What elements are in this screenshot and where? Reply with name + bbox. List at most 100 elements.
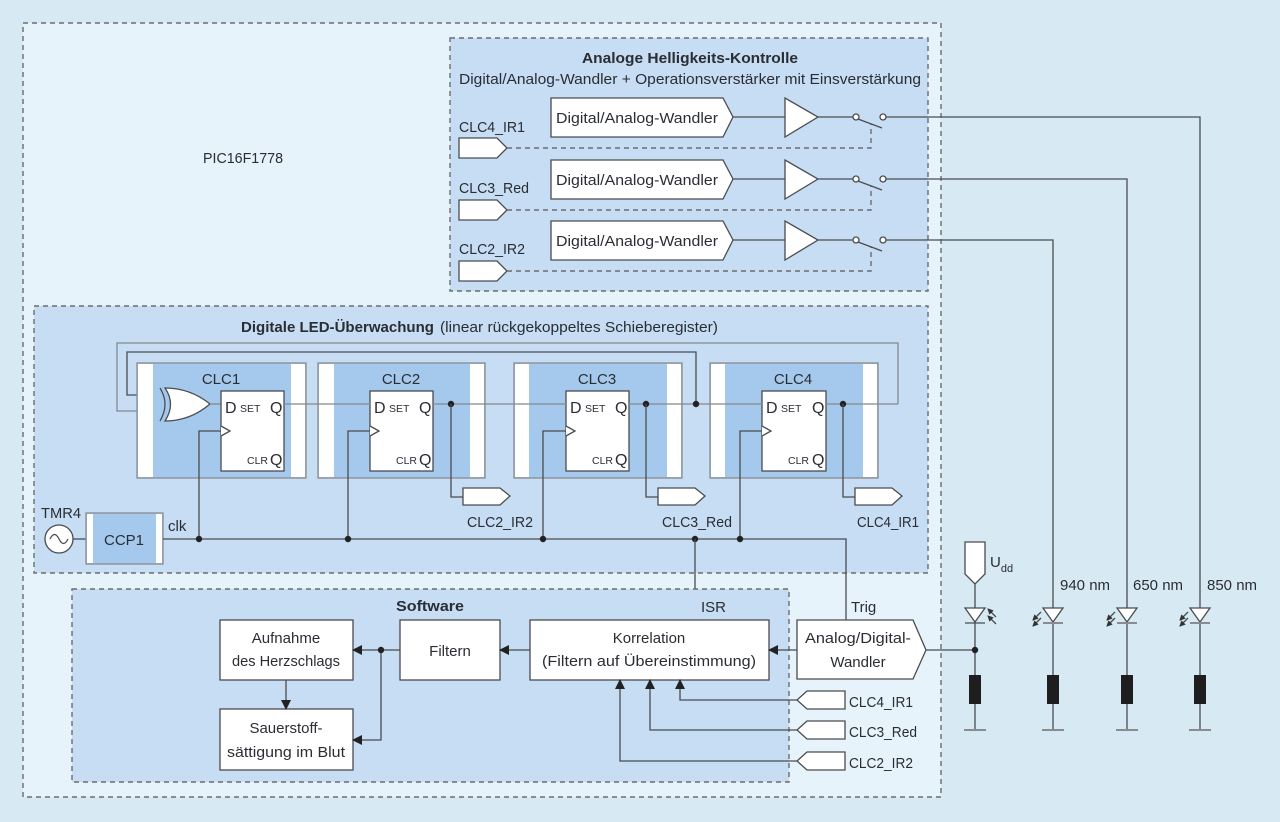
led-850-label: 850 nm [1207,577,1257,594]
input-port-clc2 [796,751,846,771]
analog-channel-1: CLC4_IR1 Digital/Analog-Wandler [458,96,1201,608]
spo2-line-1: Sauerstoff- [249,720,322,737]
light-out-arrow-icon [1106,611,1116,621]
resistor-icon [969,675,981,704]
dac-label: Digital/Analog-Wandler [556,110,718,127]
tap-wire [645,404,658,498]
heartbeat-line-2: des Herzschlags [232,653,340,670]
led-940-label: 940 nm [1060,577,1110,594]
resistor-icon [1047,675,1059,704]
heartbeat-line-1: Aufnahme [252,630,320,647]
clc-cell-label: CLC3 [578,371,616,388]
ff-qbar-label: Q [812,452,824,469]
cell-strip [470,364,484,477]
junction-dot [195,535,203,543]
correlation-line-2: (Filtern auf Übereinstimmung) [542,652,756,670]
cell-strip [667,364,681,477]
software-panel: Software Aufnahme des Herzschlags Sauers… [71,588,797,783]
timer-label: TMR4 [41,505,81,522]
junction-dot [692,400,700,408]
correlation-block [529,619,770,681]
light-out-arrow-icon [1179,611,1189,621]
led-650-label: 650 nm [1133,577,1183,594]
supply-subscript: dd [1001,563,1013,575]
arrow-filter-to-spo2 [352,650,382,745]
clc4-cell: CLC4 D SET Q CLR Q [709,362,879,479]
output-port-clc2 [462,487,512,506]
switch-contact [852,113,860,121]
dac-block [550,97,734,138]
ff-d-label: D [570,400,582,417]
ff-clr-label: CLR [247,455,268,467]
light-out-arrow-icon [1179,617,1189,627]
light-in-arrow-icon [987,615,997,625]
xor-gate-back [159,387,166,422]
clock-label: clk [168,518,187,535]
ff-q-label: Q [419,400,431,417]
switch-contact [879,113,887,121]
input-port-label: CLC3_Red [849,724,917,741]
spo2-line-2: sättigung im Blut [227,744,346,761]
sensor-frontend: Udd 940 nm 650 nm 850 nm [963,541,1257,731]
ff-set-label: SET [240,403,261,415]
light-out-arrow-icon [1106,617,1116,627]
cell-strip [291,364,305,477]
xor-gate-icon [163,387,212,422]
cell-strip [319,364,334,477]
analog-panel-subtitle: Digital/Analog-Wandler + Operationsverst… [459,71,921,88]
resistor-icon [1194,675,1206,704]
heartbeat-capture-block [219,619,354,681]
light-out-arrow-icon [1032,611,1042,621]
switch-blade-icon [857,118,883,129]
digital-panel-subtitle: (linear rückgekoppeltes Schieberegister) [440,319,718,336]
output-port-label: CLC3_Red [662,514,732,531]
supply-port [964,541,986,585]
analog-brightness-panel: Analoge Helligkeits-Kontrolle Digital/An… [449,37,1201,608]
switch-control-line [507,186,872,211]
d-flipflop [565,390,630,472]
clock-branch [198,430,221,539]
input-port-arrow [458,199,508,221]
clock-input-icon [220,425,232,437]
ff-q-label: Q [270,400,282,417]
d-flipflop [761,390,827,472]
led-940-icon [1041,607,1065,624]
light-out-arrow-icon [1032,617,1042,627]
switch-blade-icon [857,180,883,191]
adc-line-2: Wandler [830,654,885,671]
cell-strip [711,364,725,477]
junction-dot [971,646,979,654]
digital-panel-title: Digitale LED-Überwachung [241,319,434,336]
junction-dot [344,535,352,543]
tap-wire [450,404,463,498]
junction-dot [539,535,547,543]
dac-block [550,159,734,200]
ff-q-label: Q [812,400,824,417]
output-port-label: CLC4_IR1 [857,514,919,531]
resistor-icon [1121,675,1133,704]
switch-control-line [507,247,872,272]
tap-wire [842,404,855,498]
isr-label: ISR [701,599,726,616]
channel-input-label: CLC2_IR2 [459,241,525,258]
clc-cell-label: CLC4 [774,371,812,388]
led-650-drive-wire [886,178,1128,608]
ref-wire-clc4 [675,679,797,701]
ff-set-label: SET [389,403,410,415]
switch-contact [879,175,887,183]
clock-branch [542,430,566,539]
opamp-buffer-icon [784,158,820,201]
input-port-clc4 [796,690,846,710]
channel-input-label: CLC3_Red [459,180,529,197]
d-flipflop [369,390,434,472]
clock-input-icon [369,425,381,437]
ff-clr-label: CLR [788,455,809,467]
chip-label: PIC16F1778 [203,150,283,167]
filter-block [399,619,501,681]
led-850-drive-wire [886,116,1201,608]
correlation-line-1: Korrelation [613,630,686,647]
ff-d-label: D [766,400,778,417]
ccp-label: CCP1 [104,532,144,549]
output-port-label: CLC2_IR2 [467,514,533,531]
junction-dot [377,646,385,654]
